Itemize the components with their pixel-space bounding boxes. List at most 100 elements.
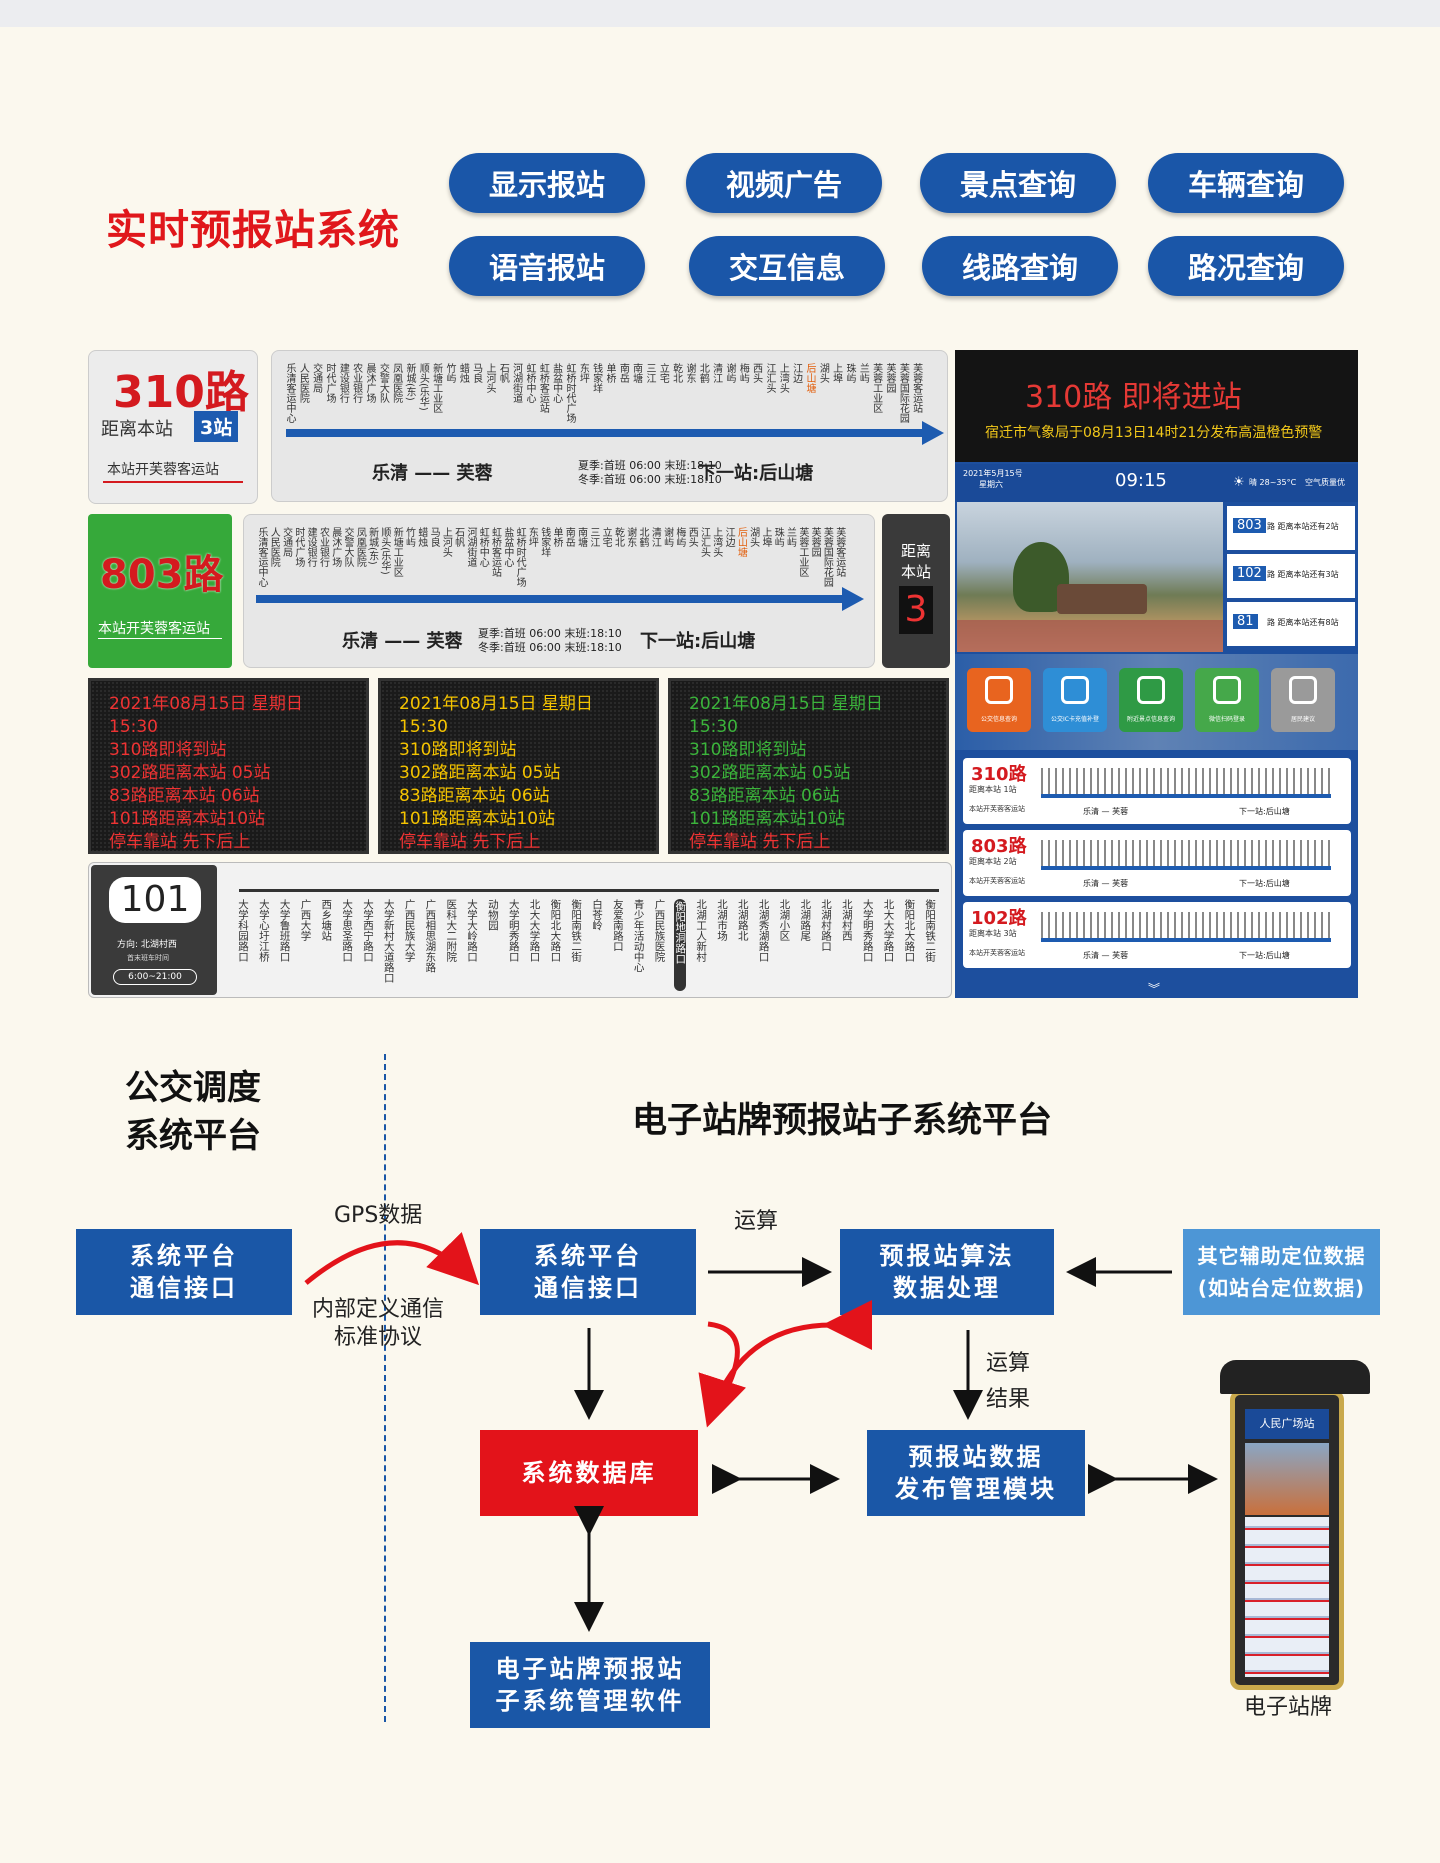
feature-pill[interactable]: 显示报站 — [449, 153, 645, 213]
led-line: 310路即将到站 — [109, 740, 227, 760]
station-name: 乐清客运中心 — [256, 527, 267, 587]
kiosk-body: 人民广场站 — [1230, 1390, 1344, 1690]
station-name: 清江 — [710, 363, 722, 383]
led-line: 2021年08月15日 星期日 15:30 — [399, 694, 593, 737]
summer-schedule: 夏季:首班 06:00 末班:18:10 — [578, 459, 722, 472]
box-platform-interface-right: 系统平台 通信接口 — [480, 1229, 696, 1315]
box-database: 系统数据库 — [480, 1430, 698, 1516]
app-icon — [1213, 676, 1241, 704]
station-name: 清江 — [649, 527, 661, 547]
station-name: 交警大队 — [377, 363, 389, 403]
mini-bar — [1041, 866, 1331, 870]
station-name: 芙蓉工业区 — [870, 363, 882, 413]
station-101: 衡阳北大路口 — [903, 899, 916, 962]
station-name: 人民医院 — [268, 527, 280, 567]
station-name: 建设银行 — [305, 527, 317, 567]
feature-pill[interactable]: 交互信息 — [689, 236, 885, 296]
station-name: 芙蓉工业区 — [796, 527, 808, 577]
station-101: 大学新村大道路口 — [382, 899, 395, 983]
station-name: 凤凰医院 — [390, 363, 402, 403]
distance-value-803: 3 — [899, 586, 933, 634]
station-name: 后山塘 — [735, 527, 747, 557]
station-name: 上河头 — [484, 363, 495, 393]
led-line: 101路距离本站10站 — [689, 809, 846, 829]
station-name: 西头 — [750, 363, 762, 383]
gps-label: GPS数据 — [334, 1203, 423, 1228]
station-list-310: 乐清客运中心人民医院交通局时代广场建设银行农业银行晨沐广场交警大队凤凰医院新城(… — [284, 363, 934, 423]
station-name: 芙蓉园 — [809, 527, 821, 557]
station-name: 虹桥中心 — [524, 363, 535, 403]
next-station-310: 下一站:后山塘 — [698, 463, 814, 484]
app-tile[interactable]: 附近景点信息查询 — [1119, 668, 1183, 732]
station-name: 晨沐广场 — [329, 527, 341, 567]
station-name: 石帆 — [497, 363, 509, 383]
feature-pill[interactable]: 车辆查询 — [1148, 153, 1344, 213]
station-name: 南塘 — [575, 527, 587, 547]
station-name: 江汇头 — [764, 363, 775, 393]
station-name: 谢东 — [624, 527, 636, 547]
station-101: 北湖工人新村 — [695, 899, 708, 962]
led-line: 83路距离本站 06站 — [689, 786, 840, 806]
route-arrow-803 — [842, 587, 864, 611]
route-line-310 — [286, 429, 926, 437]
feature-pill[interactable]: 景点查询 — [920, 153, 1116, 213]
feature-pill[interactable]: 线路查询 — [922, 236, 1118, 296]
station-name: 交通局 — [310, 363, 322, 393]
station-101: 西乡塘站 — [320, 899, 333, 941]
station-101: 动物园 — [486, 899, 499, 931]
route-310-card: 310路 距离本站 3站 本站开芙蓉客运站 — [88, 350, 258, 504]
app-tile[interactable]: 公交信息查询 — [967, 668, 1031, 732]
app-tile[interactable]: 居民建议 — [1271, 668, 1335, 732]
route-101-hours: 6:00~21:00 — [113, 969, 197, 985]
station-101: 医科大二附院 — [445, 899, 458, 962]
led-line: 101路距离本站10站 — [399, 809, 556, 829]
station-name: 交警大队 — [342, 527, 354, 567]
station-name: 珠屿 — [772, 527, 784, 547]
note-underline-803 — [98, 638, 222, 639]
mini-bar — [1041, 938, 1331, 942]
app-icon — [1061, 676, 1089, 704]
feature-pill[interactable]: 路况查询 — [1148, 236, 1344, 296]
mini-note: 本站开芙蓉客运站 — [969, 949, 1025, 957]
kiosk-screen-list — [1245, 1517, 1329, 1677]
feature-pill[interactable]: 语音报站 — [449, 236, 645, 296]
lcd-banner-title: 310路 即将进站 — [1025, 380, 1242, 415]
station-name: 竹屿 — [403, 527, 415, 547]
station-101: 广西民族大学 — [403, 899, 416, 962]
station-name: 北鹤 — [637, 527, 649, 547]
station-name: 虹桥客运站 — [489, 527, 501, 577]
station-name: 交通局 — [280, 527, 292, 557]
mini-route: 310路 — [971, 764, 1027, 785]
origin-note: 本站开芙蓉客运站 — [107, 462, 219, 478]
box-management-software: 电子站牌预报站 子系统管理软件 — [470, 1642, 710, 1728]
route-101-time-label: 首末班车时间 — [127, 954, 169, 962]
station-name: 湖头 — [747, 527, 759, 547]
mini-dist: 距离本站 1站 — [969, 785, 1017, 794]
station-name: 虹桥客运站 — [537, 363, 549, 413]
station-name: 顺头(乐华) — [378, 527, 390, 575]
station-name: 梅屿 — [737, 363, 749, 383]
app-tile[interactable]: 公交IC卡充值补登 — [1043, 668, 1107, 732]
lcd-app-bar: 公交信息查询公交IC卡充值补登附近景点信息查询 微信扫码登录居民建议 — [955, 654, 1358, 750]
station-list-101: 大学科园路口大学心圩江桥大学鲁班路口广西大学西乡塘站大学思圣路口大学西宁路口大学… — [237, 899, 949, 995]
station-name: 江边 — [790, 363, 802, 383]
led-line: 83路距离本站 06站 — [399, 786, 550, 806]
arrival-text: 路 距离本站还有3站 — [1267, 570, 1339, 579]
station-name: 盐盆中心 — [501, 527, 513, 567]
led-line: 310路即将到站 — [689, 740, 807, 760]
lcd-aqi: 空气质量优 — [1305, 478, 1345, 487]
app-tile[interactable]: 微信扫码登录 — [1195, 668, 1259, 732]
app-label: 附近景点信息查询 — [1126, 716, 1175, 723]
chevron-down-icon[interactable]: ︾ — [1148, 982, 1161, 996]
station-name: 建设银行 — [337, 363, 349, 403]
station-name: 兰屿 — [784, 527, 796, 547]
gps-arrow — [304, 1231, 480, 1286]
led-line: 302路距离本站 05站 — [689, 763, 851, 783]
feature-pill[interactable]: 视频广告 — [686, 153, 882, 213]
